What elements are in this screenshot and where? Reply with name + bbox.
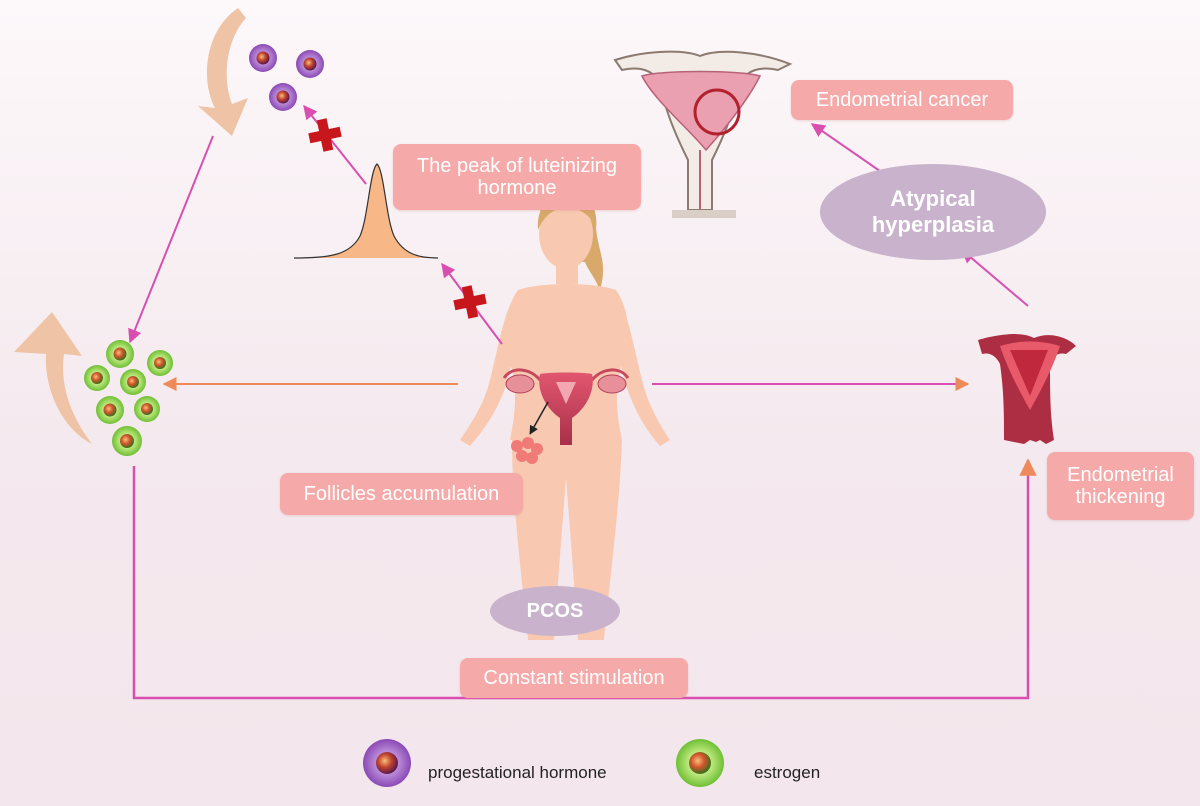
endometrial-cancer-label: Endometrial cancer [791,80,1013,120]
inhibition-cross-icon [453,285,487,319]
estrogen-cell-icon [120,369,146,395]
lh-peak-curve-icon [293,163,439,259]
inhibition-cross-icon [308,118,342,152]
legend-estrogen-icon [676,739,724,787]
constant-stimulation-label: Constant stimulation [460,658,688,698]
estrogen-cell-icon [147,350,173,376]
estrogen-cell-icon [84,365,110,391]
lh-peak-label: The peak of luteinizing hormone [393,144,641,210]
connector-arrows [128,104,1037,700]
legend-progestational-icon [363,739,411,787]
big-curved-arrow-up [14,312,92,444]
big-curved-arrow-down [198,8,248,136]
progesterone-cell-icon [296,50,324,78]
estrogen-cell-icon [106,340,134,368]
thickened-uterus-icon [978,334,1076,444]
legend-estrogen-label: estrogen [754,763,821,782]
follicles-accumulation-label: Follicles accumulation [280,473,523,515]
estrogen-cell-icon [112,426,142,456]
legend-progestational-label: progestational hormone [428,763,607,782]
estrogen-cell-icon [134,396,160,422]
progesterone-cell-icon [269,83,297,111]
atypical-hyperplasia-ellipse: Atypical hyperplasia [820,164,1046,260]
estrogen-cell-icon [96,396,124,424]
estrogen-cells [84,340,173,456]
uterus-icon [502,368,630,445]
progesterone-cells [249,44,324,111]
follicle-pointer-arrow [529,401,549,435]
endometrial-thickening-label: Endometrial thickening [1047,452,1194,520]
ovary-follicle-icon [511,437,543,464]
pcos-ellipse: PCOS [490,586,620,636]
cancer-uterus-icon [613,50,793,218]
progesterone-cell-icon [249,44,277,72]
